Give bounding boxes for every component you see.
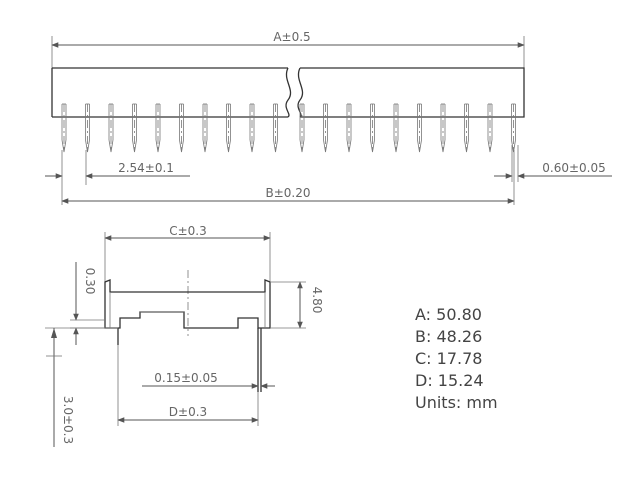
dim-c-label: C±0.3 bbox=[169, 224, 207, 238]
spec-c: C: 17.78 bbox=[415, 349, 482, 368]
pin bbox=[202, 103, 208, 153]
pin bbox=[155, 103, 161, 153]
dim-wall-label: 0.30 bbox=[83, 268, 97, 295]
pin bbox=[61, 103, 67, 153]
break-mark-right bbox=[297, 67, 304, 118]
dim-pin-width-label: 0.60±0.05 bbox=[542, 161, 606, 175]
pin bbox=[179, 103, 184, 153]
dim-d-label: D±0.3 bbox=[169, 405, 207, 419]
spec-units: Units: mm bbox=[415, 393, 498, 412]
pin bbox=[249, 103, 255, 153]
pin bbox=[273, 103, 278, 153]
top-view: A±0.5 2.54±0.1 0.60±0.05 B±0.20 bbox=[45, 30, 612, 205]
dim-pin-thickness-label: 0.15±0.05 bbox=[154, 371, 218, 385]
pin bbox=[487, 103, 493, 153]
pin bbox=[299, 103, 305, 153]
pin bbox=[511, 103, 516, 153]
pin bbox=[346, 103, 352, 153]
connector-body bbox=[52, 67, 525, 118]
side-profile bbox=[104, 279, 271, 329]
pin bbox=[417, 103, 422, 153]
pin bbox=[370, 103, 375, 153]
pin bbox=[393, 103, 399, 153]
break-mark-left bbox=[285, 67, 292, 118]
pin bbox=[226, 103, 231, 153]
pin bbox=[132, 103, 137, 153]
spec-b: B: 48.26 bbox=[415, 327, 482, 346]
pin bbox=[464, 103, 469, 153]
dim-height-label: 4.80 bbox=[310, 287, 324, 314]
dim-a-label: A±0.5 bbox=[273, 30, 310, 44]
pin bbox=[440, 103, 446, 153]
side-view: C±0.3 4.80 0.30 3.0±0.3 0.1 bbox=[45, 224, 324, 447]
dim-pitch-label: 2.54±0.1 bbox=[118, 161, 174, 175]
pin bbox=[323, 103, 328, 153]
spec-a: A: 50.80 bbox=[415, 305, 482, 324]
spec-list: A: 50.80 B: 48.26 C: 17.78 D: 15.24 Unit… bbox=[415, 305, 498, 412]
dim-b-label: B±0.20 bbox=[265, 186, 310, 200]
dim-pin-length-label: 3.0±0.3 bbox=[61, 396, 75, 444]
pin bbox=[85, 103, 90, 153]
spec-d: D: 15.24 bbox=[415, 371, 484, 390]
pin bbox=[108, 103, 114, 153]
pin-row bbox=[61, 103, 516, 153]
